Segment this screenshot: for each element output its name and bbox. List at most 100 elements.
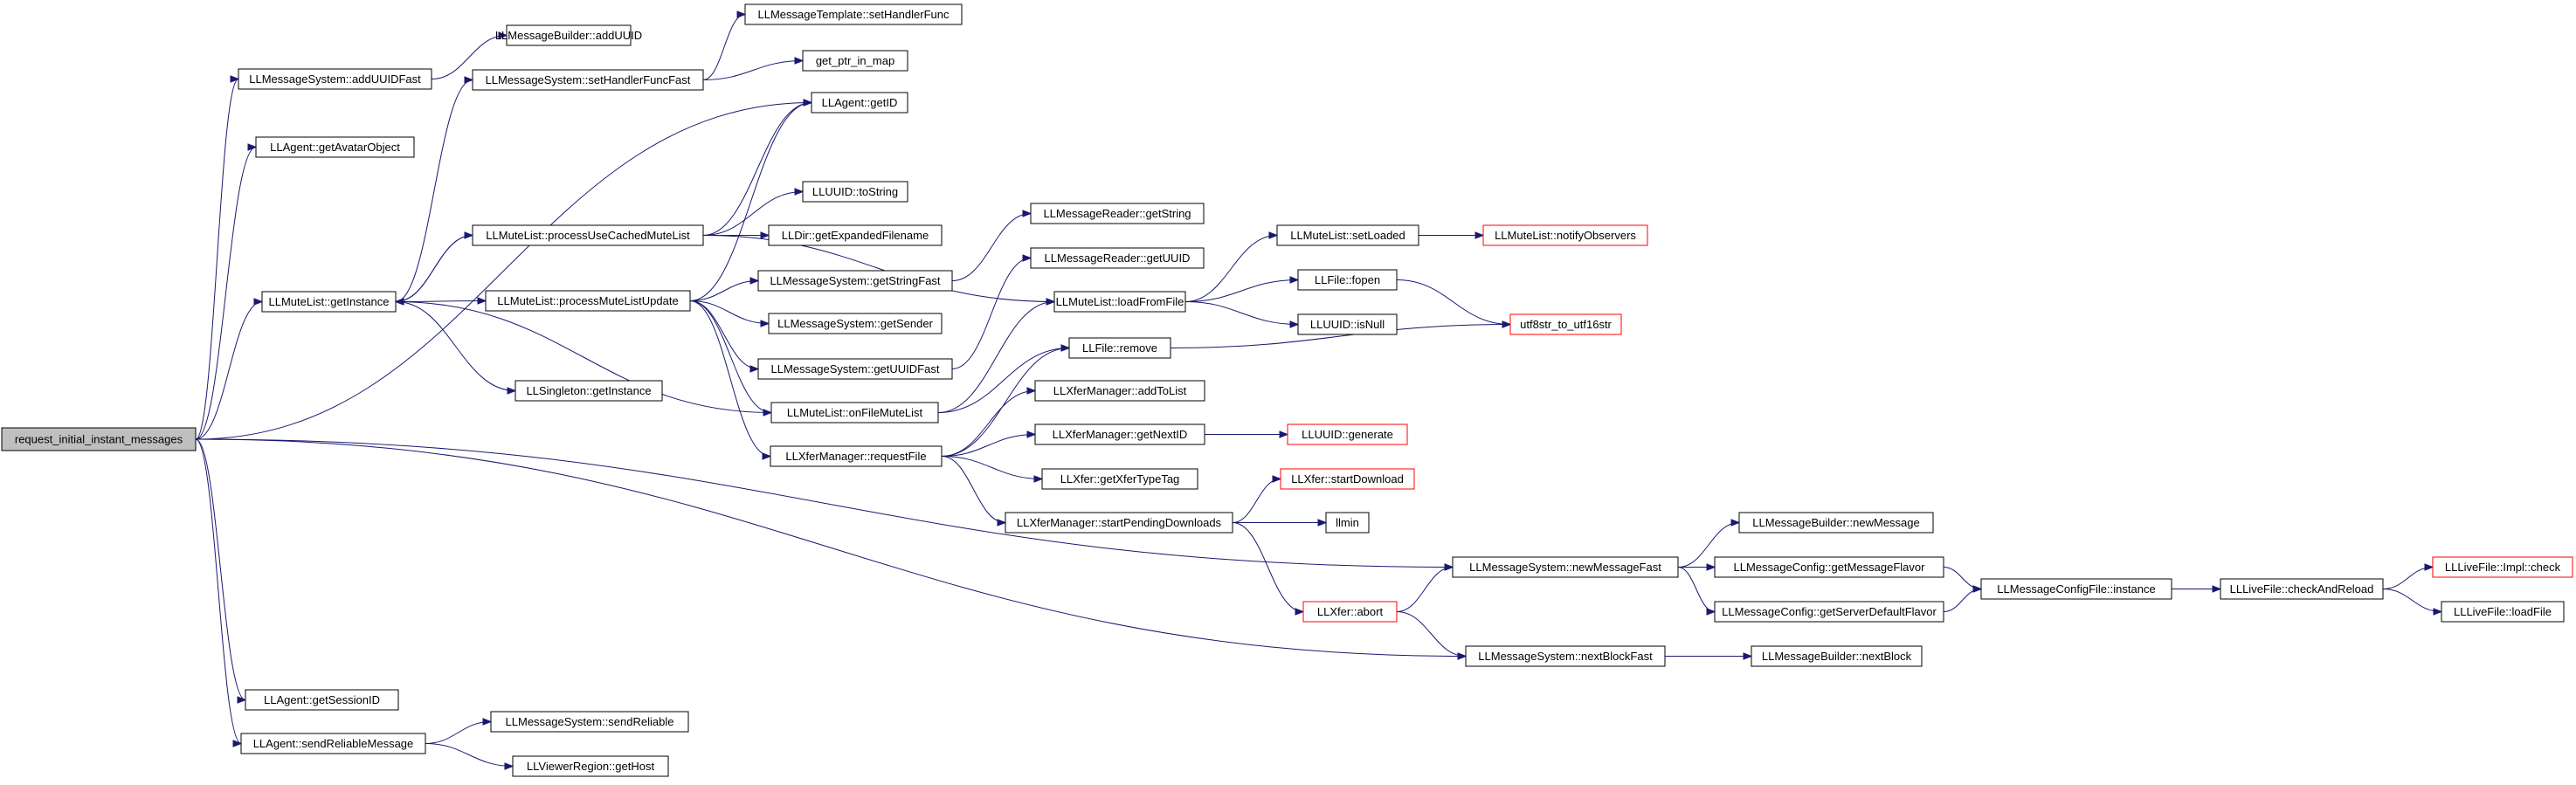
node-root[interactable]: request_initial_instant_messages (1, 427, 197, 451)
node-generate[interactable]: LLUUID::generate (1287, 423, 1408, 445)
node-set-loaded[interactable]: LLMuteList::setLoaded (1276, 224, 1419, 246)
node-label: LLMessageSystem::nextBlockFast (1478, 650, 1653, 663)
node-impl-check[interactable]: LLLiveFile::Impl::check (2432, 556, 2573, 578)
arrowhead (1026, 387, 1037, 395)
node-box (1738, 512, 1934, 534)
node-get-sender[interactable]: LLMessageSystem::getSender (768, 313, 943, 334)
edge-start-pending-to-start-download (1232, 475, 1282, 523)
node-load-file[interactable]: LLLiveFile::loadFile (2441, 601, 2565, 623)
edge-request-file-to-file-remove (941, 344, 1071, 457)
edge-set-loaded-to-notify-observers (1418, 231, 1485, 239)
node-new-message-fast[interactable]: LLMessageSystem::newMessageFast (1452, 556, 1679, 578)
node-utf8str[interactable]: utf8str_to_utf16str (1509, 313, 1622, 335)
edge-line (1396, 567, 1454, 612)
node-label: LLUUID::toString (812, 185, 898, 198)
node-box (238, 68, 432, 90)
node-box (770, 445, 943, 467)
node-box (1297, 269, 1398, 291)
node-label: LLAgent::sendReliableMessage (253, 737, 414, 750)
edge-process-use-cached-to-agent-get-id (702, 99, 813, 236)
node-request-file[interactable]: LLXferManager::requestFile (770, 445, 943, 467)
node-get-host[interactable]: LLViewerRegion::getHost (512, 755, 669, 777)
node-new-message[interactable]: LLMessageBuilder::newMessage (1738, 512, 1934, 534)
node-start-pending[interactable]: LLXferManager::startPendingDownloads (1005, 512, 1233, 534)
node-add-to-list[interactable]: LLXferManager::addToList (1034, 380, 1205, 402)
node-label: LLAgent::getAvatarObject (270, 141, 400, 154)
edge-line (1677, 567, 1716, 612)
node-next-block[interactable]: LLMessageBuilder::nextBlock (1751, 645, 1923, 667)
edge-set-handler-func-fast-to-set-handler-func (702, 10, 747, 80)
edge-root-to-get-instance (195, 298, 264, 440)
edge-line (395, 235, 473, 302)
node-agent-get-id[interactable]: LLAgent::getID (811, 92, 908, 114)
node-box (770, 402, 939, 423)
node-box (744, 3, 963, 25)
node-fopen[interactable]: LLFile::fopen (1297, 269, 1398, 291)
edge-request-file-to-get-xfer-type-tag (941, 456, 1044, 483)
edge-line (195, 147, 257, 440)
node-box (802, 50, 908, 72)
edge-file-remove-to-utf8str (1170, 320, 1512, 348)
node-box (757, 358, 953, 380)
node-get-expanded-filename[interactable]: LLDir::getExpandedFilename (768, 224, 943, 246)
arrowhead (2433, 608, 2443, 616)
node-label: LLMessageReader::getString (1043, 207, 1191, 220)
arrowhead (464, 76, 474, 84)
edge-line (689, 102, 812, 301)
edge-root-to-get-avatar-object (195, 143, 258, 440)
node-start-download[interactable]: LLXfer::startDownload (1280, 468, 1415, 490)
node-send-reliable[interactable]: LLMessageSystem::sendReliable (490, 711, 689, 733)
node-xfer-abort[interactable]: LLXfer::abort (1302, 601, 1398, 623)
node-get-message-flavor[interactable]: LLMessageConfig::getMessageFlavor (1714, 556, 1944, 578)
arrowhead (803, 99, 813, 107)
edge-request-file-to-start-pending (941, 456, 1007, 527)
node-check-and-reload[interactable]: LLLiveFile::checkAndReload (2220, 578, 2384, 600)
node-send-reliable-message[interactable]: LLAgent::sendReliableMessage (240, 733, 426, 754)
node-process-use-cached[interactable]: LLMuteList::processUseCachedMuteList (472, 224, 704, 246)
node-mr-get-string[interactable]: LLMessageReader::getString (1030, 203, 1205, 224)
edge-line (937, 348, 1070, 413)
node-mr-get-uuid[interactable]: LLMessageReader::getUUID (1030, 247, 1205, 269)
arrowhead (1060, 344, 1071, 352)
edge-line (195, 438, 1467, 657)
node-get-server-default-flavor[interactable]: LLMessageConfig::getServerDefaultFlavor (1714, 601, 1944, 623)
edge-get-string-fast-to-mr-get-string (951, 210, 1032, 281)
edge-xfer-abort-to-new-message-fast (1396, 563, 1454, 612)
node-get-string-fast[interactable]: LLMessageSystem::getStringFast (757, 270, 953, 292)
edge-line (937, 301, 1055, 413)
node-set-handler-func-fast[interactable]: LLMessageSystem::setHandlerFuncFast (472, 69, 704, 91)
node-config-instance[interactable]: LLMessageConfigFile::instance (1980, 578, 2172, 600)
node-get-session-id[interactable]: LLAgent::getSessionID (245, 689, 399, 711)
node-box (1280, 468, 1415, 490)
arrowhead (394, 298, 404, 306)
node-get-instance[interactable]: LLMuteList::getInstance (261, 291, 397, 313)
node-next-block-fast[interactable]: LLMessageSystem::nextBlockFast (1465, 645, 1666, 667)
node-get-xfer-type-tag[interactable]: LLXfer::getXferTypeTag (1041, 468, 1198, 490)
node-on-file-mute-list[interactable]: LLMuteList::onFileMuteList (770, 402, 939, 423)
node-llmin[interactable]: llmin (1325, 512, 1370, 534)
node-box (2432, 556, 2573, 578)
node-set-handler-func[interactable]: LLMessageTemplate::setHandlerFunc (744, 3, 963, 25)
node-notify-observers[interactable]: LLMuteList::notifyObservers (1482, 224, 1648, 246)
node-label: LLMessageBuilder::newMessage (1752, 516, 1920, 529)
node-singleton-get-instance[interactable]: LLSingleton::getInstance (515, 380, 663, 402)
arrowhead (794, 188, 805, 196)
node-mb-add-uuid[interactable]: LLMessageBuilder::addUUID (495, 24, 642, 46)
node-label: LLLiveFile::checkAndReload (2230, 582, 2374, 596)
node-get-uuidfast[interactable]: LLMessageSystem::getUUIDFast (757, 358, 953, 380)
node-get-next-id[interactable]: LLXferManager::getNextID (1034, 423, 1205, 445)
arrowhead (760, 231, 770, 239)
node-to-string[interactable]: LLUUID::toString (802, 181, 908, 203)
node-file-remove[interactable]: LLFile::remove (1068, 337, 1171, 359)
node-get-ptr-in-map[interactable]: get_ptr_in_map (802, 50, 908, 72)
node-box (768, 224, 943, 246)
node-box (1465, 645, 1666, 667)
node-get-avatar-object[interactable]: LLAgent::getAvatarObject (255, 136, 415, 158)
node-load-from-file[interactable]: LLMuteList::loadFromFile (1053, 291, 1186, 313)
node-process-mute-list-update[interactable]: LLMuteList::processMuteListUpdate (485, 290, 691, 312)
arrowhead (1743, 652, 1753, 660)
node-add-uuidfast[interactable]: LLMessageSystem::addUUIDFast (238, 68, 432, 90)
arrowhead (1317, 519, 1328, 527)
node-is-null[interactable]: LLUUID::isNull (1297, 313, 1398, 335)
